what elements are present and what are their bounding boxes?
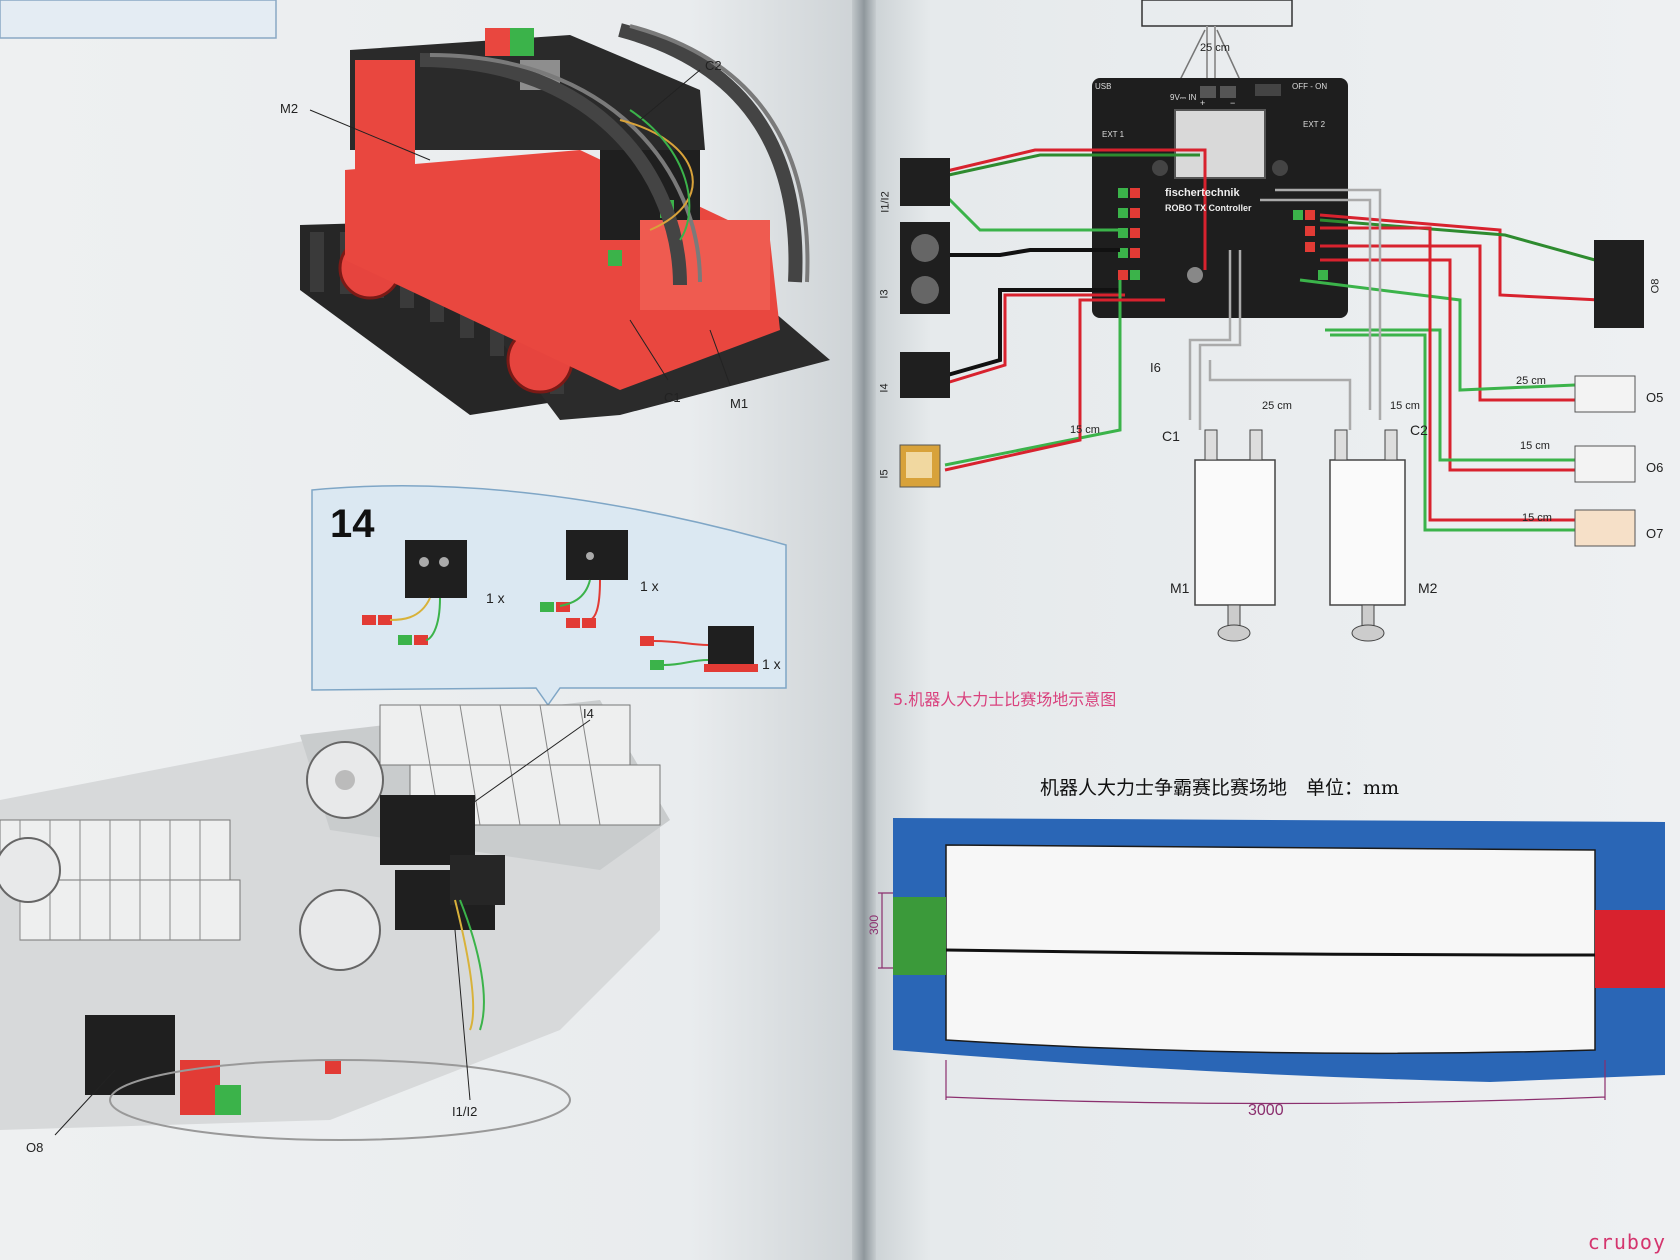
label-o5-wiring: O5: [1646, 390, 1664, 405]
controller-usb-label: USB: [1095, 82, 1112, 91]
output-o7: [1574, 509, 1636, 547]
sensor-i4: [900, 352, 950, 398]
output-o5: [1574, 375, 1636, 413]
controller-brand: fischertechnik: [1165, 187, 1240, 199]
controller-minus-label: −: [1230, 98, 1236, 108]
label-i6-wiring: I6: [1150, 360, 1161, 375]
cylinder-c1-m1: [1194, 429, 1276, 642]
cable-length-top: 25 cm: [1200, 42, 1230, 54]
zone-dimension: 300: [867, 914, 882, 936]
cable-length-c1: 25 cm: [1262, 400, 1292, 412]
sensor-i5: [899, 444, 941, 488]
label-m2-wiring: M2: [1418, 580, 1438, 596]
label-c1-wiring: C1: [1162, 428, 1180, 444]
step-14-callout: [311, 485, 787, 707]
cable-length-o7: 15 cm: [1522, 512, 1552, 524]
crawler-robot-bottom: [0, 700, 670, 1141]
controller-plus-label: +: [1200, 98, 1206, 108]
robo-tx-controller: [1092, 78, 1348, 318]
width-dimension: 3000: [1248, 1102, 1284, 1119]
controller-name: ROBO TX Controller: [1165, 203, 1252, 213]
sensor-i1-i2: [900, 158, 950, 206]
crawler-robot-top: [300, 23, 830, 420]
cable-length-i5: 15 cm: [1070, 424, 1100, 436]
output-o6: [1574, 445, 1636, 483]
label-m1-top: M1: [730, 396, 749, 411]
label-o8-bottom: O8: [26, 1140, 44, 1155]
controller-ext1-label: EXT 1: [1102, 130, 1125, 139]
label-m1-wiring: M1: [1170, 580, 1190, 596]
step-number: 14: [330, 502, 375, 546]
watermark: cruboy: [1587, 1230, 1666, 1254]
field-title: 机器人大力士争霸赛比赛场地 单位：mm: [1040, 777, 1400, 799]
label-m2-top: M2: [280, 101, 299, 116]
cable-length-o6: 15 cm: [1520, 440, 1550, 452]
label-o7-wiring: O7: [1646, 526, 1664, 541]
controller-ext2-label: EXT 2: [1303, 120, 1326, 129]
label-c1-top: C1: [664, 390, 681, 405]
label-c2-wiring: C2: [1410, 422, 1428, 438]
sensor-i3: [900, 222, 950, 314]
controller-switch-label: OFF - ON: [1292, 82, 1328, 91]
label-i4-bottom: I4: [583, 706, 594, 721]
cylinder-c2-m2: [1329, 429, 1406, 642]
part-qty-2: 1 x: [640, 578, 659, 594]
cable-length-o5: 25 cm: [1516, 375, 1546, 387]
label-i1-i2-bottom: I1/I2: [452, 1104, 478, 1119]
previous-step-box: [0, 0, 277, 39]
battery-box: [1141, 0, 1293, 27]
part-qty-1: 1 x: [486, 590, 505, 606]
section-heading: 5.机器人大力士比赛场地示意图: [893, 690, 1117, 709]
part-qty-3: 1 x: [762, 656, 781, 672]
output-o8: [1594, 240, 1644, 328]
label-o6-wiring: O6: [1646, 460, 1664, 475]
book-gutter: [852, 0, 876, 1260]
controller-power-label: 9V⎓ IN: [1170, 93, 1197, 102]
label-c2-top: C2: [705, 58, 722, 73]
cable-length-c2: 15 cm: [1390, 400, 1420, 412]
